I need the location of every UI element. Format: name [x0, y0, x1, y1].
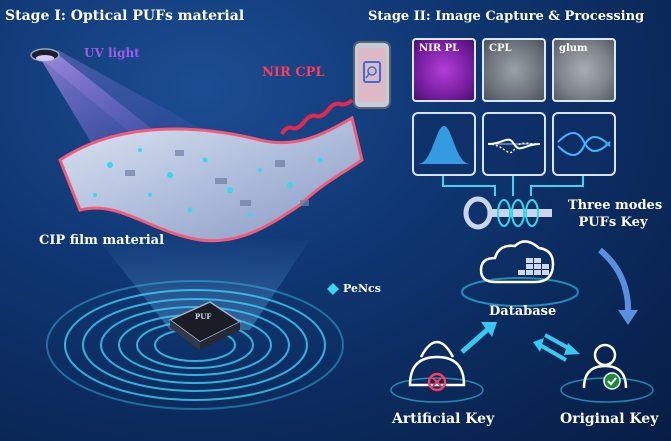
modes-line1: Three modes — [568, 198, 663, 213]
original-key-label: Original Key — [560, 411, 659, 427]
user-verified-icon — [560, 343, 654, 403]
panel-glum-label: glum — [559, 43, 588, 54]
curved-arrow-icon — [598, 247, 632, 316]
chip-label: PUF — [195, 312, 212, 321]
panel-glum: glum — [552, 38, 616, 102]
panel-connectors — [442, 174, 584, 196]
modes-line2: PUFs Key — [578, 215, 648, 230]
cpl-spectrum — [482, 112, 546, 176]
database-cloud-icon — [461, 240, 579, 307]
pencs-legend-icon — [327, 283, 339, 295]
wave-curve-icon — [557, 132, 611, 156]
glum-spectrum — [552, 112, 616, 176]
film-label: CIP film material — [39, 233, 165, 248]
pencs-label: PeNcs — [343, 282, 381, 295]
panel-cpl-label: CPL — [489, 43, 512, 54]
key-icon — [463, 196, 552, 230]
panel-nir-pl: NIR PL — [412, 38, 476, 102]
database-label: Database — [489, 304, 557, 319]
uv-label: UV light — [84, 46, 140, 60]
bisignate-curve-icon — [487, 138, 541, 154]
peak-curve-icon — [418, 126, 470, 164]
flow-arrows — [460, 322, 580, 362]
phone-icon — [353, 41, 391, 109]
nir-cpl-label: NIR CPL — [262, 65, 325, 80]
nir-pl-spectrum — [412, 112, 476, 176]
stage1-title: Stage I: Optical PUFs material — [5, 8, 245, 24]
stage2-title: Stage II: Image Capture & Processing — [368, 9, 645, 24]
puf-chip-icon — [168, 301, 242, 350]
cip-film-illustration — [58, 115, 364, 243]
artificial-key-label: Artificial Key — [392, 411, 495, 427]
hacker-icon — [390, 340, 484, 403]
panel-nir-pl-label: NIR PL — [419, 43, 460, 54]
panel-cpl: CPL — [482, 38, 546, 102]
cpl-wave-icon — [280, 98, 354, 135]
